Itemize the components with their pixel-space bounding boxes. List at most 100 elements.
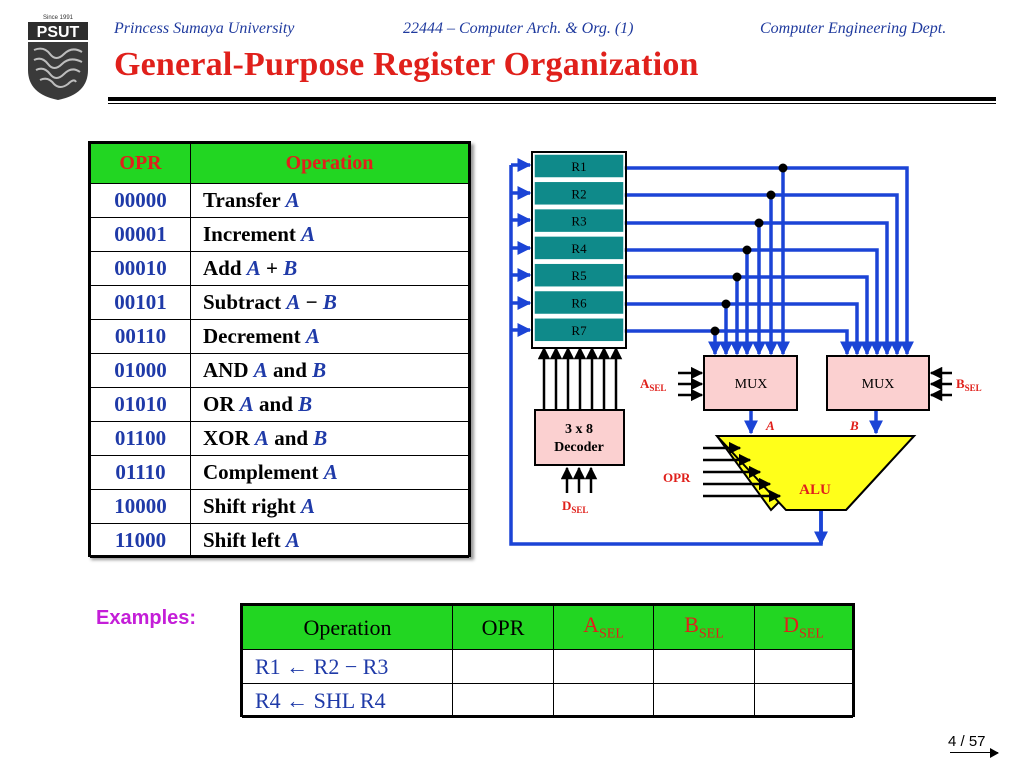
operation-text: Increment xyxy=(203,222,302,246)
operand-variable: B xyxy=(312,358,327,382)
operation-text: XOR xyxy=(203,426,255,450)
examples-label: Examples: xyxy=(96,607,197,629)
example-blank-cell xyxy=(754,683,853,718)
page-rule xyxy=(950,752,998,753)
examples-header-text: D xyxy=(783,612,799,638)
example-blank-cell xyxy=(553,683,654,718)
operand-variable: A xyxy=(301,494,316,518)
opr-table-row: 00001 Increment A xyxy=(90,217,469,252)
decoder-outputs xyxy=(537,346,623,410)
decoder-label-1: 3 x 8 xyxy=(565,422,593,437)
decoder-box xyxy=(534,409,625,466)
register-box xyxy=(533,207,625,234)
operand-variable: A xyxy=(305,324,320,348)
bsel-label: BSEL xyxy=(956,376,982,393)
logo-since: Since 1991 xyxy=(43,15,74,21)
operand-variable: A xyxy=(239,392,254,416)
examples-header-subscript: SEL xyxy=(799,626,824,642)
operation-text: AND xyxy=(203,358,254,382)
header-rule xyxy=(108,97,996,101)
example-blank-cell xyxy=(754,649,853,684)
opr-code-cell: 00101 xyxy=(90,285,191,320)
junction-dots xyxy=(710,163,788,336)
dsel-arrows xyxy=(560,466,598,493)
opr-code-cell: 01100 xyxy=(90,421,191,456)
operand-variable: A xyxy=(253,358,268,382)
examples-row: R4 ← SHL R4 xyxy=(242,683,853,718)
opr-arrows xyxy=(703,441,782,503)
operand-variable: B xyxy=(313,426,328,450)
operand-variable: B xyxy=(322,290,337,314)
opr-code-cell: 01010 xyxy=(90,387,191,422)
header-department: Computer Engineering Dept. xyxy=(760,20,947,37)
operation-cell: OR A and B xyxy=(190,387,469,422)
operation-text: Transfer xyxy=(203,188,286,212)
opr-code-cell: 00000 xyxy=(90,183,191,218)
examples-header-cell: ASEL xyxy=(553,605,654,650)
opr-code-cell: 00110 xyxy=(90,319,191,354)
header-course: 22444 – Computer Arch. & Org. (1) xyxy=(403,20,634,37)
example-operation-cell: R1 ← R2 − R3 xyxy=(242,649,453,684)
operand-variable: A xyxy=(285,188,300,212)
operation-cell: Transfer A xyxy=(190,183,469,218)
mux-a-box xyxy=(703,355,798,411)
opr-label: OPR xyxy=(663,470,691,485)
examples-header-cell: BSEL xyxy=(653,605,755,650)
operation-cell: Shift right A xyxy=(190,489,469,524)
register-box xyxy=(533,289,625,316)
operation-cell: XOR A and B xyxy=(190,421,469,456)
example-blank-cell xyxy=(452,649,554,684)
register-label: R6 xyxy=(571,296,587,311)
operation-text: and xyxy=(267,358,313,382)
alu-input-a-label: A xyxy=(765,418,775,433)
mux-b-box xyxy=(826,355,930,411)
operation-text: + xyxy=(260,256,284,280)
opr-code-cell: 00001 xyxy=(90,217,191,252)
page-arrow-icon xyxy=(990,748,999,758)
operation-text: and xyxy=(253,392,299,416)
operand-variable: A xyxy=(286,290,301,314)
operand-variable: A xyxy=(246,256,261,280)
examples-header-text: B xyxy=(684,612,699,638)
operation-header: Operation xyxy=(190,143,469,184)
examples-header-text: OPR xyxy=(481,614,525,640)
opr-code-cell: 01110 xyxy=(90,455,191,490)
register-box xyxy=(533,235,625,261)
dsel-label: DSEL xyxy=(562,498,588,515)
operand-variable: A xyxy=(254,426,269,450)
example-blank-cell xyxy=(653,649,755,684)
example-blank-cell xyxy=(553,649,654,684)
examples-header-cell: Operation xyxy=(242,605,453,650)
register-label: R1 xyxy=(571,159,586,174)
decoder-label-2: Decoder xyxy=(554,440,604,455)
operation-text: − xyxy=(300,290,323,314)
asel-arrows xyxy=(678,366,704,402)
mux-b-label: MUX xyxy=(862,377,895,392)
operation-cell: Complement A xyxy=(190,455,469,490)
register-label: R2 xyxy=(571,186,586,201)
register-box xyxy=(533,153,625,179)
operand-variable: A xyxy=(301,222,316,246)
alu-label: ALU xyxy=(799,482,831,498)
examples-row: R1 ← R2 − R3 xyxy=(242,649,853,684)
examples-header-text: Operation xyxy=(303,614,392,640)
operation-text: OR xyxy=(203,392,240,416)
header-rule-thin xyxy=(108,103,996,104)
operation-text: Shift right xyxy=(203,494,302,518)
slide-title: General-Purpose Register Organization xyxy=(114,46,699,83)
asel-label: ASEL xyxy=(640,376,666,393)
examples-header-cell: OPR xyxy=(452,605,554,650)
operation-cell: Add A + B xyxy=(190,251,469,286)
